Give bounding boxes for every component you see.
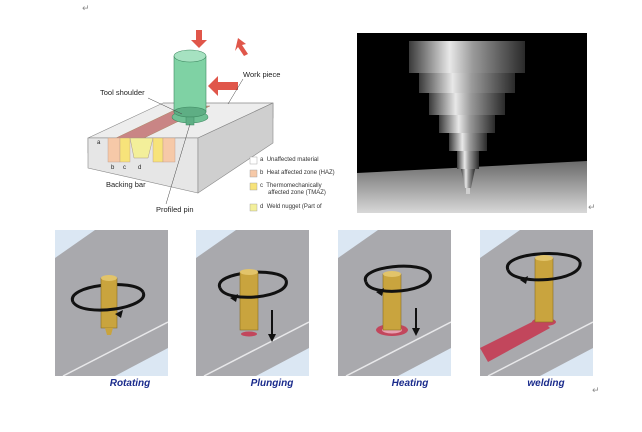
spindle-photo-drawing xyxy=(357,41,587,213)
step-panel-plunging xyxy=(196,230,310,377)
step-panel-welding xyxy=(480,230,594,377)
work-piece-label: Work piece xyxy=(243,70,281,79)
region-letter: a xyxy=(97,140,101,146)
step-panel-rotating xyxy=(55,230,169,377)
legend-entry: b Heat affected zone (HAZ) xyxy=(260,170,335,176)
backing-bar-label: Backing bar xyxy=(106,180,146,189)
travel-arrow-icon xyxy=(235,38,248,56)
paragraph-mark: ↵ xyxy=(82,4,90,14)
profiled-pin-label: Profiled pin xyxy=(156,205,194,214)
tool-body xyxy=(173,55,207,113)
down-arrow-icon xyxy=(191,30,207,48)
step-caption-plunging: Plunging xyxy=(250,378,294,389)
fsw-schematic: a b c d Tool shoulder Work piece Backing… xyxy=(78,18,353,218)
tool-shoulder-label: Tool shoulder xyxy=(100,88,145,97)
spindle-photo xyxy=(357,33,587,213)
weld-seam xyxy=(480,318,550,362)
step-caption-heating: Heating xyxy=(391,378,429,389)
paragraph-mark: ↵ xyxy=(592,386,600,396)
region-letter: d xyxy=(138,165,142,171)
legend-entry: d Weld nugget (Part of xyxy=(260,204,322,210)
step-panel-heating xyxy=(338,230,452,377)
weld-nugget-zone xyxy=(129,137,154,159)
region-letter: b xyxy=(111,165,115,171)
region-letter: c xyxy=(123,165,126,171)
rotation-arrow-icon xyxy=(208,76,238,96)
haz-zone xyxy=(107,137,121,163)
paragraph-mark: ↵ xyxy=(588,203,596,213)
tmaz-zone xyxy=(119,137,131,163)
plate-side-face xyxy=(197,102,274,194)
step-caption-rotating: Rotating xyxy=(109,378,151,389)
fsw-schematic-drawing xyxy=(87,30,274,212)
legend-entry: a Unaffected material xyxy=(260,157,319,163)
profiled-pin xyxy=(185,116,195,126)
step-caption-welding: welding xyxy=(527,378,565,389)
